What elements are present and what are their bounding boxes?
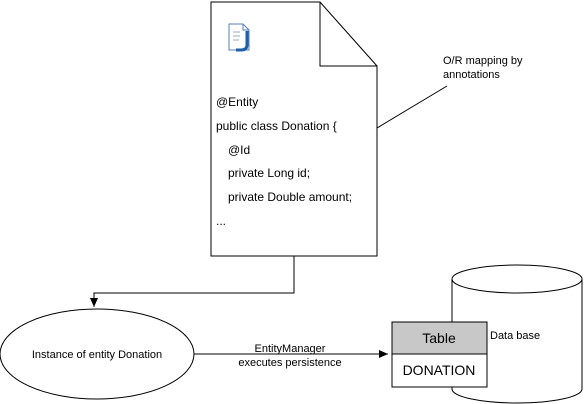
callout-line bbox=[376, 85, 448, 129]
callout-label-line2: annotations bbox=[443, 69, 500, 81]
entity-manager-label-line1: EntityManager bbox=[255, 343, 326, 355]
table-name-cell bbox=[391, 353, 488, 388]
callout-label-line1: O/R mapping by bbox=[443, 55, 523, 67]
table-header-label: Table bbox=[422, 330, 456, 346]
document-to-instance-arrow bbox=[90, 256, 295, 307]
code-line-amount-field: private Double amount; bbox=[228, 190, 352, 204]
code-line-class-declaration: public class Donation { bbox=[216, 119, 337, 133]
entity-instance-label: Instance of entity Donation bbox=[32, 349, 162, 361]
donation-table bbox=[391, 321, 488, 388]
database-label: Data base bbox=[490, 330, 540, 342]
java-file-icon bbox=[228, 23, 250, 52]
code-line-entity-annotation: @Entity bbox=[216, 95, 258, 109]
code-line-ellipsis: ... bbox=[216, 214, 226, 228]
code-line-id-field: private Long id; bbox=[228, 166, 310, 180]
java-source-document bbox=[210, 1, 378, 257]
table-name-label: DONATION bbox=[403, 362, 476, 378]
code-line-id-annotation: @Id bbox=[228, 143, 250, 157]
entity-manager-label-line2: executes persistence bbox=[238, 357, 341, 369]
